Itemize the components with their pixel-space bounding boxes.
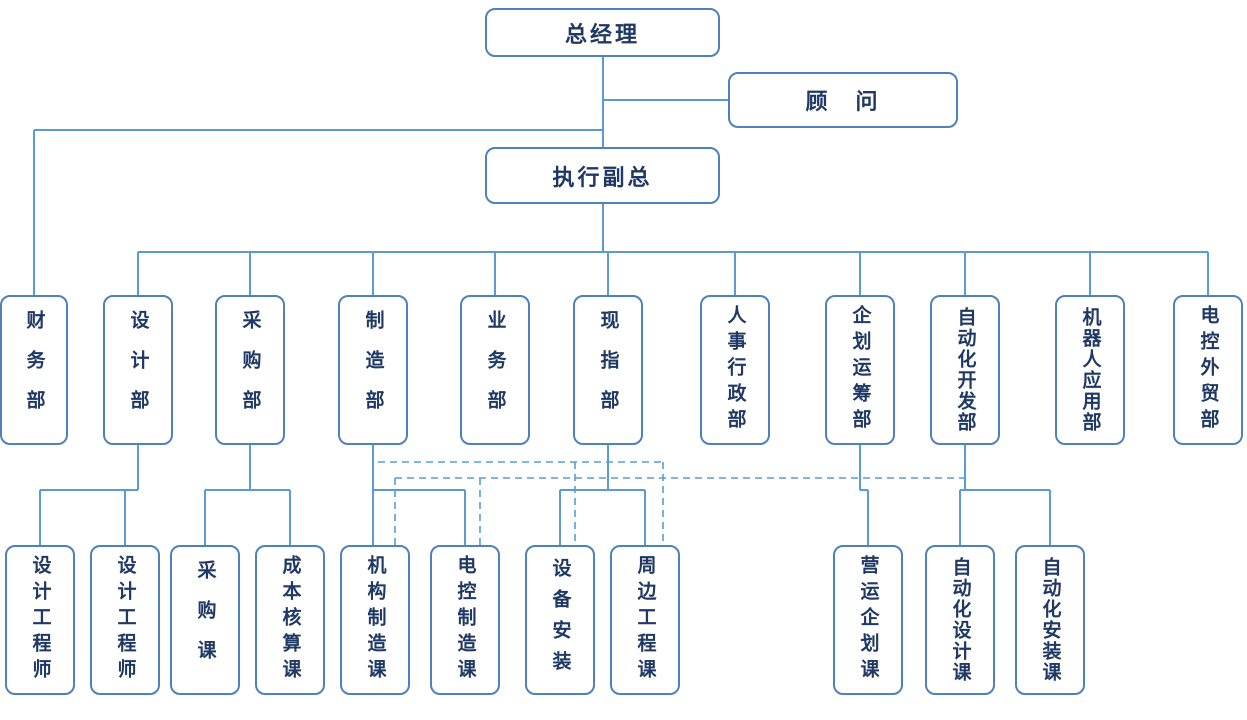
node-equipment-installation: 设备安装: [525, 545, 595, 695]
node-purchasing-section: 采购课: [170, 545, 240, 695]
node-advisor: 顾 问: [728, 72, 958, 128]
node-planning-operations-dept: 企划运筹部: [825, 295, 895, 445]
node-design-engineer-2: 设计工程师: [90, 545, 160, 695]
node-design-engineer-1: 设计工程师: [5, 545, 75, 695]
node-manufacturing-dept: 制造部: [338, 295, 408, 445]
node-operations-planning-section: 营运企划课: [833, 545, 903, 695]
node-purchasing-dept: 采购部: [215, 295, 285, 445]
node-site-command-dept: 现指部: [573, 295, 643, 445]
node-cost-accounting-section: 成本核算课: [255, 545, 325, 695]
node-mechanism-manufacturing-section: 机构制造课: [340, 545, 410, 695]
node-automation-installation-section: 自动化安装课: [1015, 545, 1085, 695]
dashed-connectors: [378, 461, 965, 545]
node-finance-dept: 财务部: [0, 295, 68, 445]
node-hr-admin-dept: 人事行政部: [700, 295, 770, 445]
node-robot-application-dept: 机器人应用部: [1055, 295, 1125, 445]
node-peripheral-engineering-section: 周边工程课: [610, 545, 680, 695]
node-ceo: 总经理: [485, 8, 720, 57]
node-electric-control-manufacturing-section: 电控制造课: [430, 545, 500, 695]
node-design-dept: 设计部: [103, 295, 173, 445]
node-business-dept: 业务部: [460, 295, 530, 445]
node-automation-dev-dept: 自动化开发部: [930, 295, 1000, 445]
node-evp: 执行副总: [485, 147, 720, 204]
node-automation-design-section: 自动化设计课: [925, 545, 995, 695]
node-electric-control-trade-dept: 电控外贸部: [1173, 295, 1243, 445]
